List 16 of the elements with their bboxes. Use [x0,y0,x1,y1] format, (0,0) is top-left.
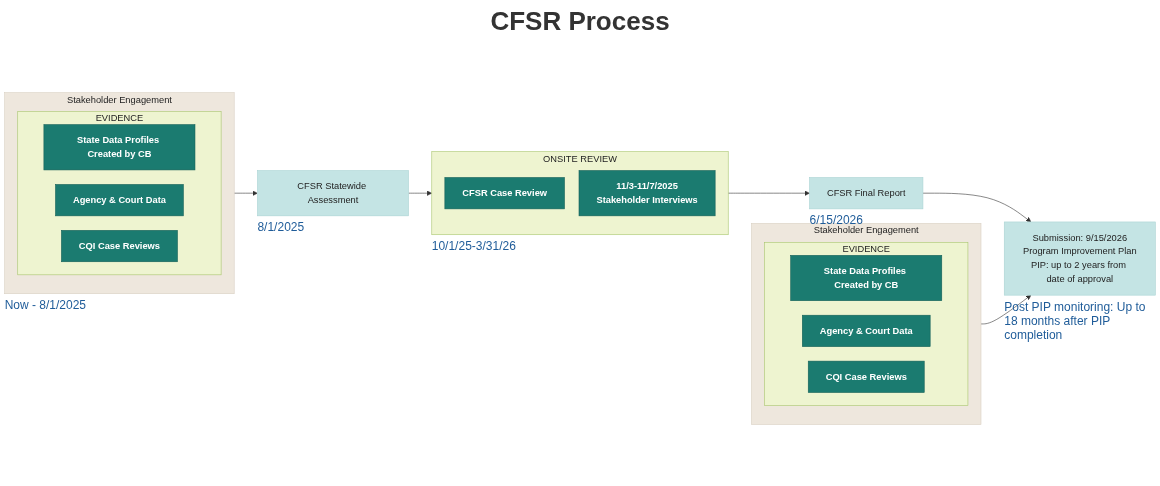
node-box: Agency & Court Data [802,315,931,348]
node-box: 11/3-11/7/2025 Stakeholder Interviews [578,170,716,217]
node-box: Agency & Court Data [55,184,184,217]
node-box: CFSR Final Report [809,177,924,210]
node-box: CQI Case Reviews [807,361,925,394]
date-note: Post PIP monitoring: Up to 18 months after PIP completion [1004,299,1147,342]
node-box: CFSR Statewide Assessment [257,170,409,217]
node-box: CFSR Case Review [444,177,565,210]
node-box: Submission: 9/15/2026 Program Improvement Plan PIP: up to 2 years from date of approval [1003,222,1156,296]
diagram-title: CFSR Process [489,6,671,37]
node-box: CQI Case Reviews [61,230,178,263]
node-box: State Data Profiles Created by CB [43,124,196,171]
node-box: State Data Profiles Created by CB [790,255,943,302]
date-note: 10/1/25-3/31/26 [431,239,516,254]
date-note: Now - 8/1/2025 [4,298,87,313]
date-note: 8/1/2025 [257,220,305,235]
